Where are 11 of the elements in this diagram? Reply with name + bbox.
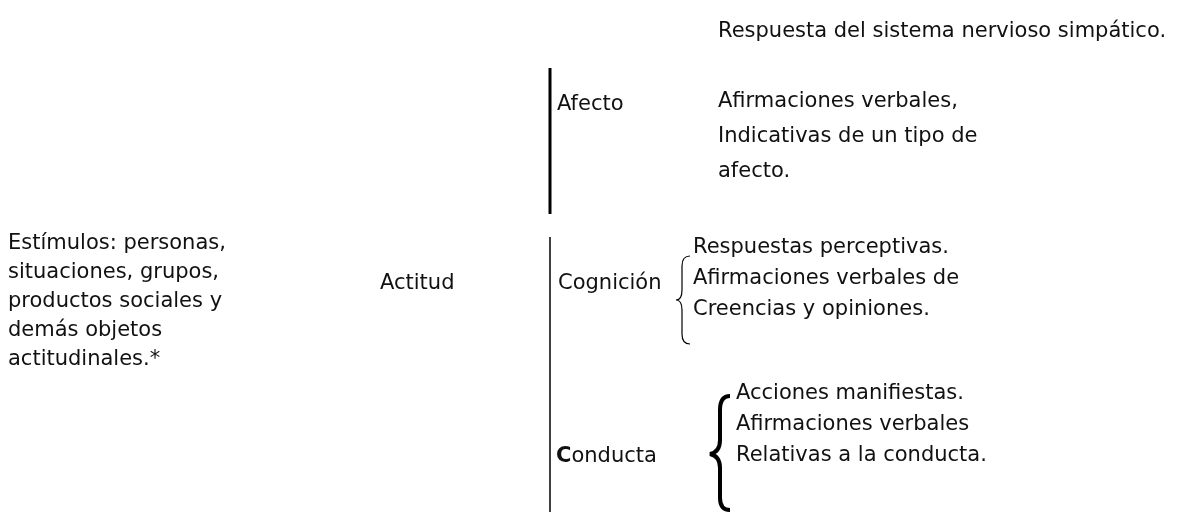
stimulus-text: Estímulos: personas, situaciones, grupos, productos sociales y demás objetos actitudinales.* [8,229,227,372]
component-label: Cognición [558,269,663,296]
concept-label: Actitud [380,269,456,296]
description-text: Respuestas perceptivas. [693,233,950,260]
description-text: Respuesta del sistema nervioso simpático. [718,17,1168,44]
component-label: Afecto [557,90,625,117]
description-text: Acciones manifiestas. [736,379,965,406]
component-label: Conducta [556,442,658,469]
description-text: Afirmaciones verbales de Creencias y opiniones. [693,264,961,322]
description-text: Afirmaciones verbales Relativas a la conducta. [736,410,988,468]
description-text: Afirmaciones verbales, Indicativas de un tipo de afecto. [718,87,979,184]
